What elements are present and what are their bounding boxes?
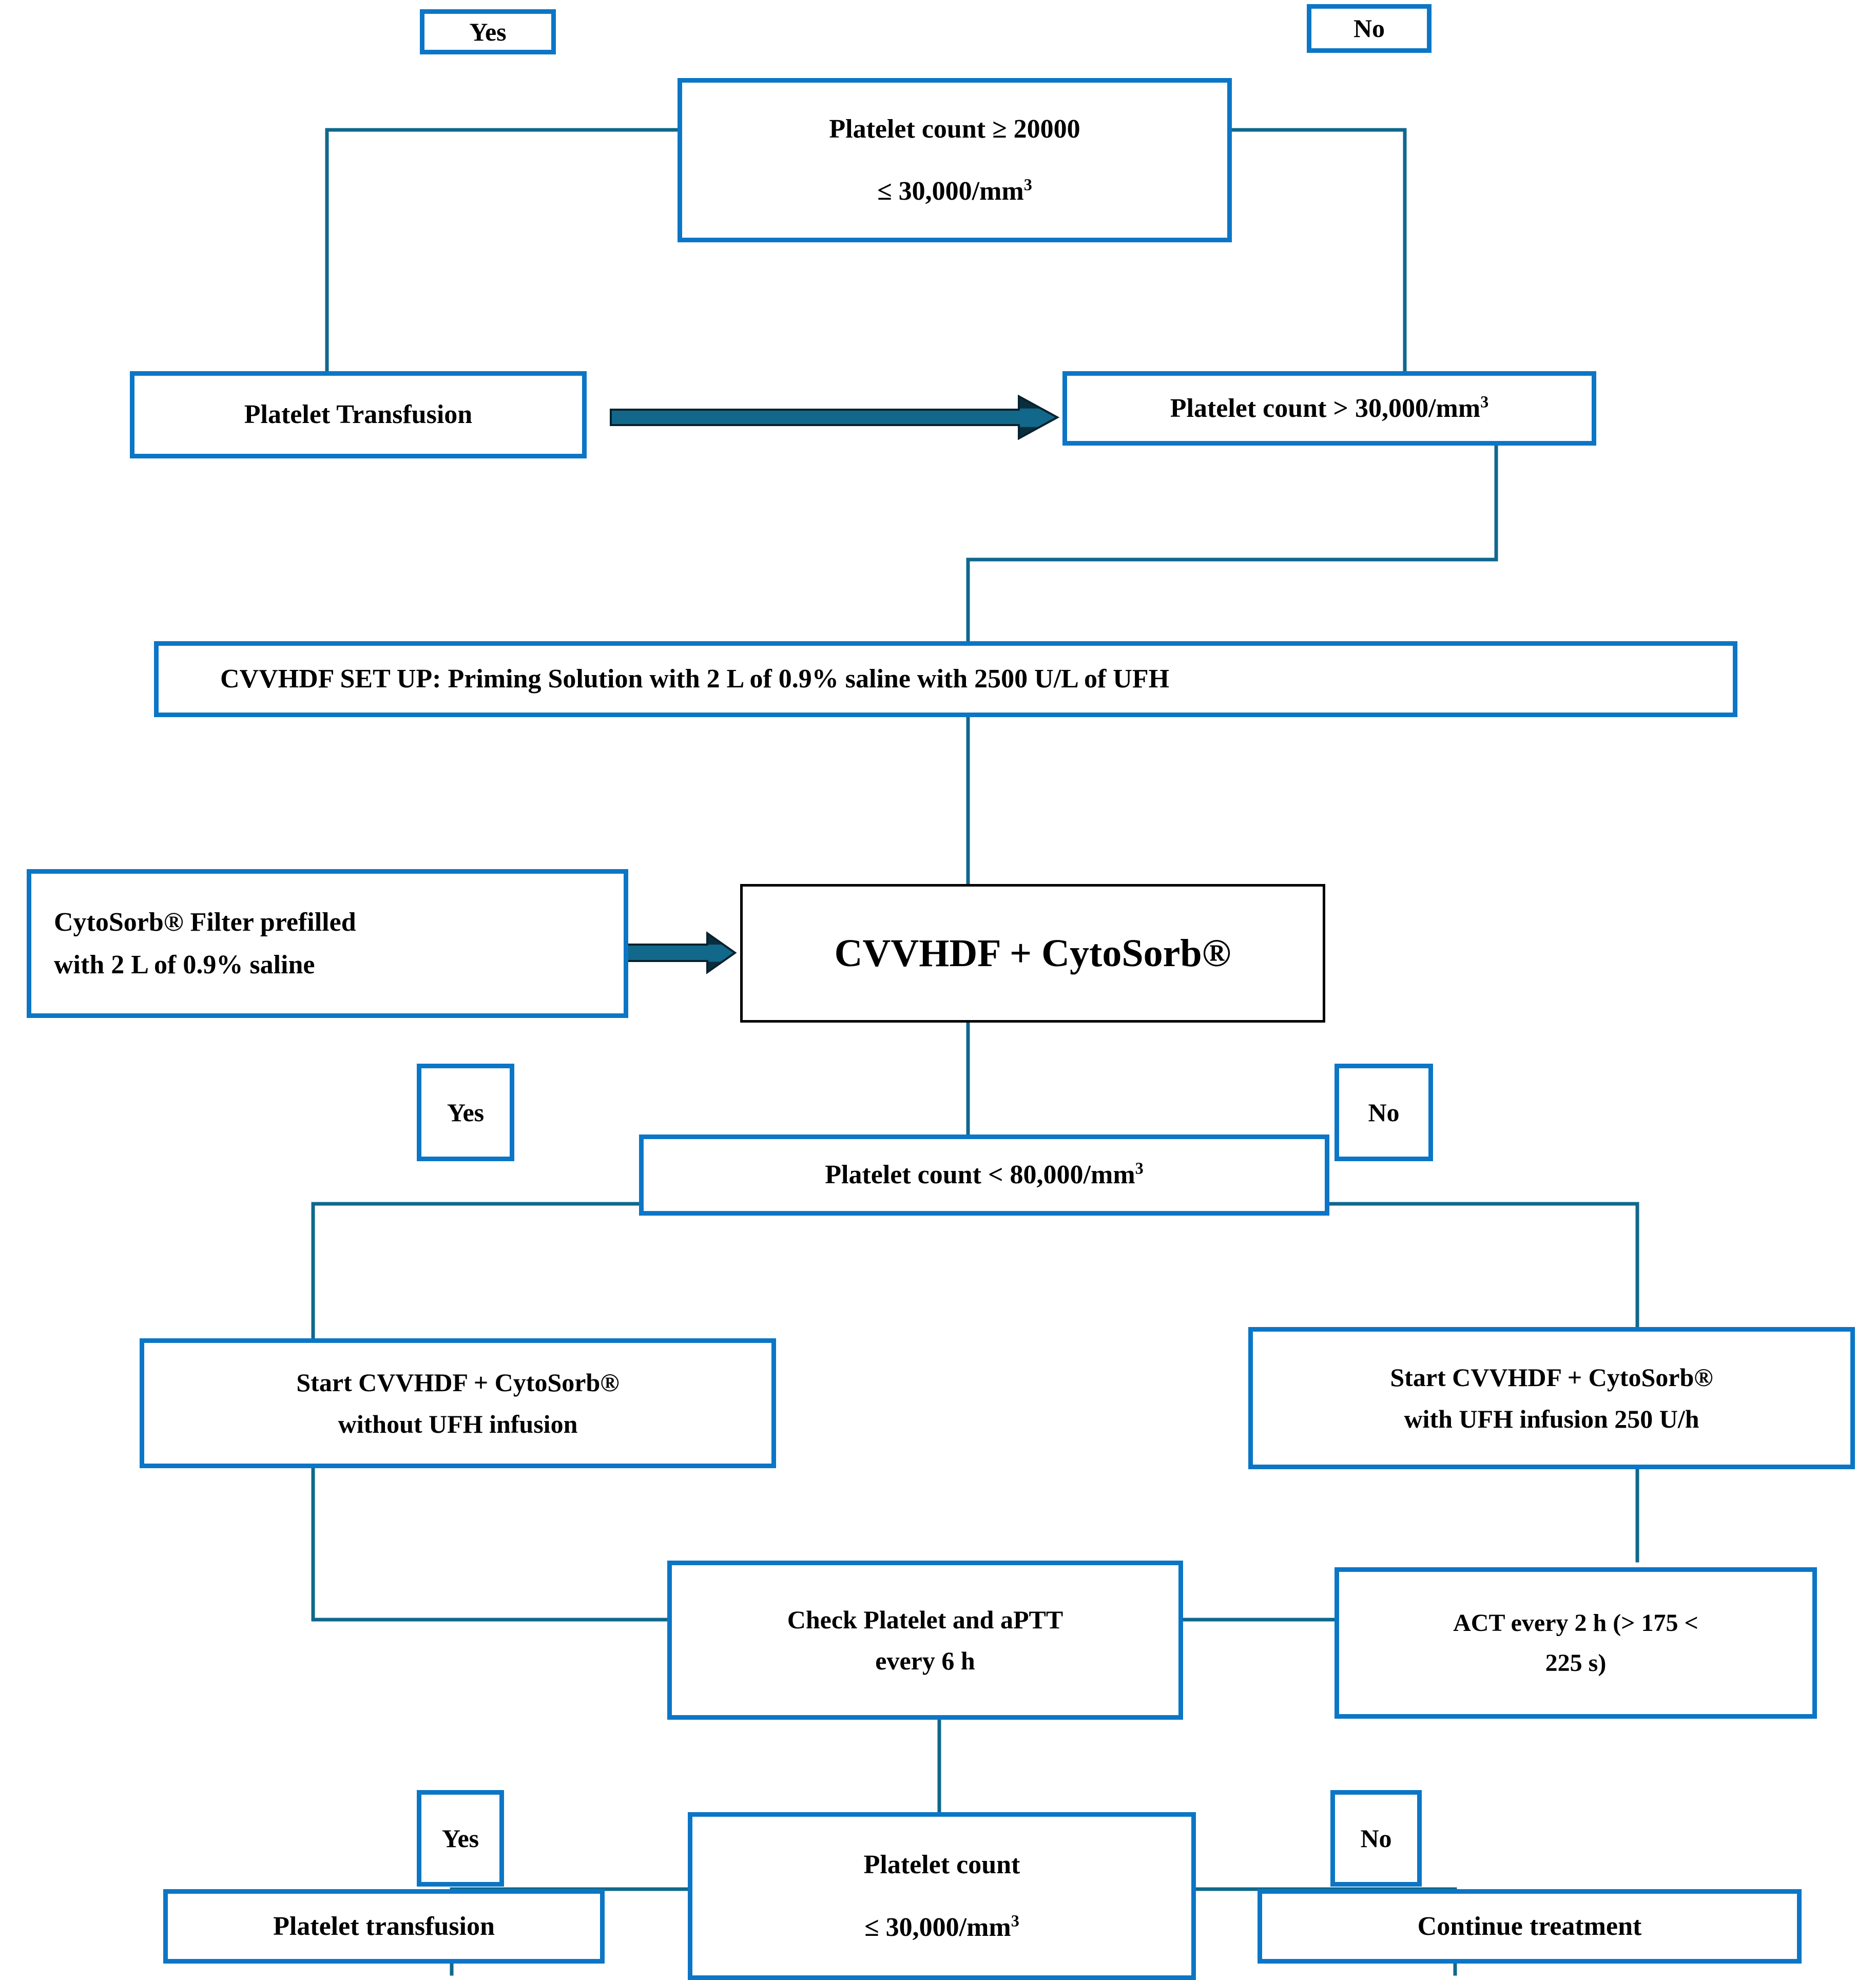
label-no-bottom-text: No bbox=[1360, 1823, 1392, 1853]
node-platelet-count-30k-bottom: Platelet count ≤ 30,000/mm3 bbox=[688, 1812, 1196, 1980]
label-yes-mid: Yes bbox=[417, 1064, 514, 1161]
label-no-top-text: No bbox=[1353, 14, 1385, 43]
node-platelet-count-20k-line1: Platelet count ≥ 20000 bbox=[829, 114, 1080, 144]
node-platelet-transfusion-bottom: Platelet transfusion bbox=[163, 1889, 605, 1964]
wire-yes-to-transfusion bbox=[325, 128, 680, 373]
node-cvvhdf-cytosorb: CVVHDF + CytoSorb® bbox=[740, 884, 1325, 1023]
node-platelet-count-30k-bottom-line2: ≤ 30,000/mm3 bbox=[864, 1911, 1019, 1942]
label-yes-mid-text: Yes bbox=[447, 1098, 485, 1127]
node-check-platelet-aptt-line2: every 6 h bbox=[875, 1646, 975, 1675]
node-cytosorb-filter: CytoSorb® Filter prefilled with 2 L of 0… bbox=[27, 869, 628, 1018]
node-act-monitor: ACT every 2 h (> 175 < 225 s) bbox=[1335, 1567, 1817, 1719]
label-yes-bottom-text: Yes bbox=[441, 1823, 479, 1853]
node-platelet-count-gt-30k: Platelet count > 30,000/mm3 bbox=[1062, 371, 1596, 446]
node-continue-treatment: Continue treatment bbox=[1258, 1889, 1802, 1964]
node-cytosorb-filter-line1: CytoSorb® Filter prefilled bbox=[54, 907, 356, 937]
node-check-platelet-aptt: Check Platelet and aPTT every 6 h bbox=[667, 1561, 1183, 1720]
node-act-monitor-line1: ACT every 2 h (> 175 < bbox=[1453, 1609, 1698, 1637]
node-start-with-ufh: Start CVVHDF + CytoSorb® with UFH infusi… bbox=[1248, 1327, 1855, 1469]
node-platelet-transfusion-top: Platelet Transfusion bbox=[130, 371, 587, 458]
node-platelet-count-gt-30k-text: Platelet count > 30,000/mm3 bbox=[1170, 392, 1489, 423]
label-no-mid: No bbox=[1335, 1064, 1433, 1161]
node-cytosorb-filter-line2: with 2 L of 0.9% saline bbox=[54, 950, 315, 979]
label-yes-top-text: Yes bbox=[469, 17, 507, 46]
block-arrow-filter-to-cvvhdf bbox=[626, 931, 737, 974]
node-platelet-count-30k-bottom-line1: Platelet count bbox=[863, 1850, 1020, 1880]
node-platelet-transfusion-top-text: Platelet Transfusion bbox=[244, 400, 473, 430]
superscript-cube-3: 3 bbox=[1135, 1159, 1144, 1178]
node-start-with-ufh-line2: with UFH infusion 250 U/h bbox=[1404, 1404, 1699, 1433]
superscript-cube-2: 3 bbox=[1480, 392, 1489, 411]
node-continue-treatment-text: Continue treatment bbox=[1417, 1911, 1642, 1941]
label-yes-bottom: Yes bbox=[417, 1790, 504, 1887]
label-no-mid-text: No bbox=[1368, 1098, 1400, 1127]
node-cvvhdf-setup-text: CVVHDF SET UP: Priming Solution with 2 L… bbox=[220, 664, 1170, 694]
wire-no-to-gt30k bbox=[1230, 128, 1407, 373]
label-no-bottom: No bbox=[1330, 1790, 1422, 1887]
node-platelet-count-lt-80k: Platelet count < 80,000/mm3 bbox=[639, 1135, 1329, 1216]
label-yes-top: Yes bbox=[420, 9, 556, 54]
node-start-without-ufh-line1: Start CVVHDF + CytoSorb® bbox=[296, 1368, 620, 1397]
node-check-platelet-aptt-line1: Check Platelet and aPTT bbox=[787, 1605, 1063, 1634]
node-start-without-ufh-line2: without UFH infusion bbox=[338, 1409, 578, 1438]
node-platelet-count-lt-80k-text: Platelet count < 80,000/mm3 bbox=[825, 1159, 1144, 1190]
node-cvvhdf-cytosorb-text: CVVHDF + CytoSorb® bbox=[834, 931, 1231, 975]
superscript-cube-1: 3 bbox=[1023, 175, 1032, 194]
wire-gt30k-to-setup bbox=[966, 444, 1498, 643]
node-platelet-count-20k-line2: ≤ 30,000/mm3 bbox=[877, 175, 1032, 206]
node-act-monitor-line2: 225 s) bbox=[1545, 1649, 1607, 1677]
block-arrow-transfusion-to-count bbox=[610, 394, 1060, 440]
node-cvvhdf-setup: CVVHDF SET UP: Priming Solution with 2 L… bbox=[154, 641, 1737, 717]
wire-without-ufh-to-check bbox=[311, 1466, 669, 1622]
wire-yes-to-without-ufh bbox=[311, 1202, 641, 1340]
wire-no-to-with-ufh bbox=[1327, 1202, 1639, 1329]
label-no-top: No bbox=[1307, 4, 1432, 53]
node-start-with-ufh-line1: Start CVVHDF + CytoSorb® bbox=[1390, 1363, 1713, 1392]
superscript-cube-4: 3 bbox=[1011, 1911, 1019, 1930]
node-platelet-count-20k: Platelet count ≥ 20000 ≤ 30,000/mm3 bbox=[678, 78, 1232, 242]
node-start-without-ufh: Start CVVHDF + CytoSorb® without UFH inf… bbox=[140, 1338, 776, 1468]
node-platelet-transfusion-bottom-text: Platelet transfusion bbox=[273, 1911, 495, 1941]
